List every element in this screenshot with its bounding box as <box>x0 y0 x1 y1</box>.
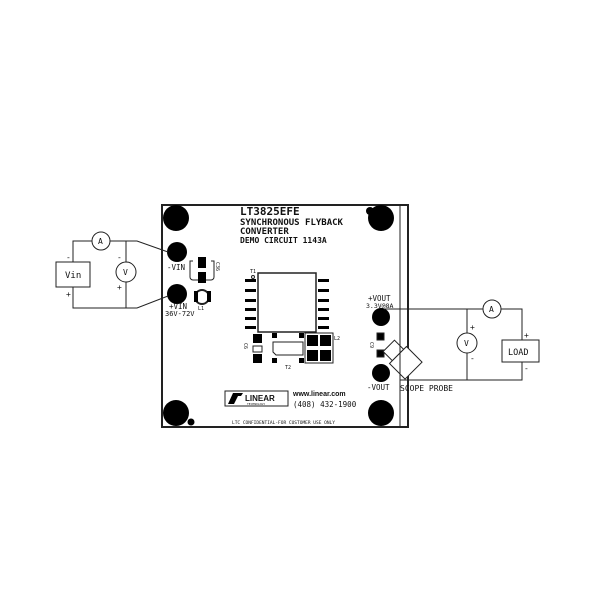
title-line: LT3825EFE <box>240 205 300 218</box>
c6-label: C6 <box>242 343 248 349</box>
c6-pad <box>253 334 262 343</box>
vin-source <box>55 261 91 288</box>
title-line: CONVERTER <box>240 227 289 237</box>
title-line: SYNCHRONOUS FLYBACK <box>240 218 344 228</box>
vin-minus-sign: - <box>66 253 71 262</box>
output-ammeter-label: A <box>489 305 494 314</box>
load-label: LOAD <box>508 348 528 358</box>
l2-pads <box>307 335 331 361</box>
input-wiring <box>72 240 169 309</box>
load-minus-sign: - <box>524 364 529 373</box>
board-title: LT3825EFE SYNCHRONOUS FLYBACK CONVERTER … <box>240 205 344 245</box>
c9-pad <box>376 332 385 341</box>
plus-vin-label: +VIN <box>169 302 187 311</box>
l2-label: L2 <box>334 336 340 342</box>
input-ammeter-label: A <box>98 237 103 246</box>
plus-vout-label: +VOUT <box>368 294 391 303</box>
vin-plus-sign: + <box>66 290 71 299</box>
website-text: www.linear.com <box>292 391 346 398</box>
t2-pad <box>272 358 277 363</box>
t1-label: T1 <box>250 269 256 275</box>
minus-vin-label: -VIN <box>167 263 185 272</box>
c9-pad <box>376 349 385 358</box>
t2-label: T2 <box>285 365 291 371</box>
input-voltmeter-label: V <box>123 268 128 277</box>
voltmeter-plus-sign: + <box>470 323 475 332</box>
scope-probe <box>382 339 423 380</box>
l2-outline <box>304 332 334 364</box>
phone-text: (408) 432-1900 <box>293 400 357 409</box>
c36-pad <box>198 257 206 268</box>
load-plus-sign: + <box>524 331 529 340</box>
mounting-holes <box>163 205 394 426</box>
svg-text:LINEAR: LINEAR <box>245 394 275 403</box>
svg-text:TECHNOLOGY: TECHNOLOGY <box>247 402 265 406</box>
t1-pins <box>245 279 329 329</box>
c9-label: C9 <box>368 342 374 348</box>
vin-source-label: Vin <box>65 271 81 281</box>
title-line: DEMO CIRCUIT 1143A <box>240 236 327 245</box>
t2-pad <box>299 358 304 363</box>
load <box>501 339 540 363</box>
plus-vout-pad <box>372 308 390 326</box>
confidential-text: LTC CONFIDENTIAL-FOR CUSTOMER USE ONLY <box>232 420 335 426</box>
pin1-marker <box>251 275 255 279</box>
vout-rating-label: 3.3V@8A <box>366 302 393 310</box>
input-voltmeter <box>115 261 137 283</box>
l1-label: L1 <box>198 306 204 312</box>
t2-pad <box>272 333 277 338</box>
output-voltmeter-label: V <box>464 339 469 348</box>
input-ammeter <box>91 231 111 251</box>
minus-vout-label: -VOUT <box>367 383 390 392</box>
vin-range-label: 36V-72V <box>165 310 195 318</box>
minus-vin-pad <box>167 242 187 262</box>
t2-outline <box>272 341 304 356</box>
t2-pad <box>299 333 304 338</box>
voltmeter-plus-sign: + <box>117 283 122 292</box>
voltmeter-minus-sign: - <box>117 253 122 262</box>
output-wiring <box>384 205 523 428</box>
minus-vout-pad <box>372 364 390 382</box>
plus-vin-pad <box>167 284 187 304</box>
c36-label: C36 <box>214 262 220 271</box>
l1-pad <box>194 291 198 302</box>
output-ammeter <box>482 299 502 319</box>
scope-probe-label: SCOPE PROBE <box>400 384 453 393</box>
output-voltmeter <box>456 332 478 354</box>
l1-pad <box>207 291 211 302</box>
voltmeter-minus-sign: - <box>470 354 475 363</box>
t1-transformer <box>257 272 317 333</box>
linear-logo: LINEAR TECHNOLOGY <box>224 390 289 407</box>
c6-pad <box>253 354 262 363</box>
c36-pad <box>198 272 206 283</box>
c6-body <box>252 345 263 353</box>
